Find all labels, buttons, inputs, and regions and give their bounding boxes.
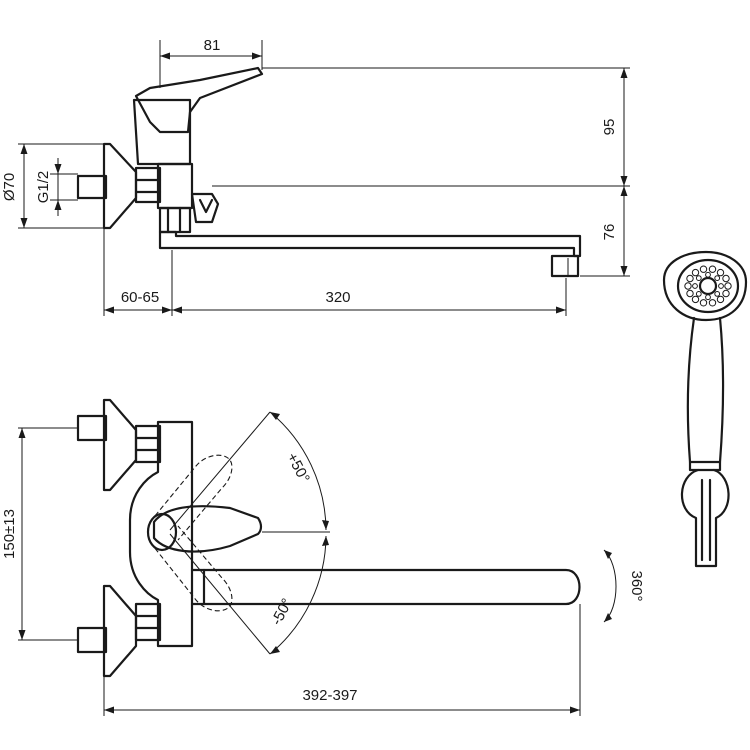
- dim-lever-angle-up: +50°: [283, 450, 313, 486]
- dim-rosette-diameter: Ø70: [1, 173, 18, 201]
- shower-nozzle: [705, 271, 711, 278]
- angle-arc-up: [269, 411, 327, 531]
- top-mixer-body: [128, 420, 194, 648]
- shower-handle: [686, 316, 725, 464]
- rotation-arc: [603, 549, 617, 623]
- dim-wall-to-body: 60-65: [121, 289, 159, 306]
- side-aerator: [550, 254, 580, 278]
- angle-arc-down: [269, 535, 327, 655]
- shower-nozzle: [708, 265, 717, 273]
- side-lever: [134, 66, 264, 134]
- shower-holder: [680, 468, 730, 568]
- side-rosette: [102, 142, 138, 230]
- shower-face: [676, 258, 740, 314]
- shower-nozzle: [724, 282, 732, 290]
- shower-nozzle: [695, 275, 702, 282]
- shower-nozzles: [684, 265, 732, 307]
- hand-shower: [662, 250, 748, 568]
- dim-center-spacing: 150±13: [1, 509, 18, 559]
- dim-lever-angle-down: -50°: [268, 596, 296, 628]
- shower-nozzle: [691, 295, 700, 304]
- dim-connection-thread: G1/2: [35, 171, 52, 204]
- shower-nozzle: [716, 295, 725, 304]
- shower-nozzle: [714, 275, 721, 282]
- top-nut-upper: [134, 424, 162, 464]
- shower-center: [698, 276, 718, 296]
- shower-nozzle: [718, 283, 724, 289]
- top-nut-lower: [134, 602, 162, 642]
- side-diverter: [190, 192, 220, 224]
- side-inlet-pipe: [76, 174, 108, 200]
- top-rosette-upper: [102, 398, 138, 492]
- side-mixer-body: [156, 162, 194, 210]
- shower-hose-connector: [688, 460, 722, 472]
- top-lever: [152, 505, 263, 553]
- shower-nozzle: [686, 274, 694, 283]
- shower-nozzle: [699, 265, 708, 273]
- dim-lever-height: 95: [601, 119, 618, 136]
- shower-nozzle: [722, 274, 730, 283]
- shower-head: [662, 250, 748, 322]
- dim-lever-length: 81: [204, 37, 221, 54]
- shower-nozzle: [716, 268, 725, 277]
- top-view: [18, 398, 617, 716]
- dim-spout-reach: 320: [325, 289, 350, 306]
- dim-spout-height: 76: [601, 224, 618, 241]
- top-cartridge: [146, 512, 178, 552]
- shower-nozzle: [722, 289, 730, 298]
- shower-nozzle: [705, 294, 711, 301]
- shower-nozzle: [699, 299, 708, 307]
- side-view: [18, 40, 630, 316]
- side-cartridge: [132, 98, 192, 166]
- shower-nozzle: [708, 299, 717, 307]
- lever-position-up: [149, 454, 233, 541]
- shower-nozzle: [684, 282, 692, 290]
- top-inlet-upper: [76, 414, 108, 442]
- dim-spout-rotation: 360°: [628, 570, 645, 601]
- shower-nozzle: [692, 283, 698, 289]
- top-spout: [190, 568, 581, 606]
- shower-nozzle: [714, 291, 721, 297]
- side-spout: [158, 230, 582, 258]
- top-inlet-lower: [76, 626, 108, 654]
- side-hex-nut-lower: [158, 206, 192, 234]
- top-rosette-lower: [102, 584, 138, 678]
- side-hex-nut: [134, 166, 162, 204]
- shower-nozzle: [691, 268, 700, 277]
- dim-total-reach: 392-397: [302, 687, 357, 704]
- shower-nozzle: [686, 289, 694, 298]
- shower-nozzle: [695, 291, 702, 297]
